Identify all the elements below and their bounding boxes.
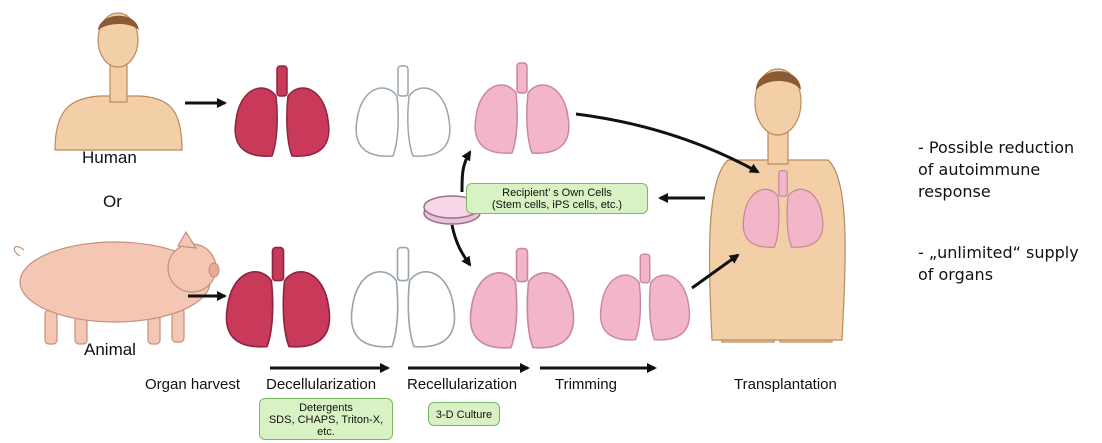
note-autoimmune: - Possible reduction of autoimmune respo… <box>918 137 1098 203</box>
note-supply-line2: of organs <box>918 264 1098 286</box>
human-figure <box>55 13 182 150</box>
human-lung-decellularized <box>356 66 450 156</box>
note-autoimmune-line2: of autoimmune <box>918 159 1098 181</box>
animal-lung-harvested <box>226 248 329 347</box>
step-organ-harvest: Organ harvest <box>145 376 240 393</box>
note-supply-line1: - „unlimited“ supply <box>918 242 1098 264</box>
step-transplantation: Transplantation <box>734 376 837 393</box>
animal-lung-recellularized <box>470 249 573 348</box>
detergents-box: Detergents SDS, CHAPS, Triton-X, etc. <box>259 398 393 440</box>
recipient-cells-box: Recipient’ s Own Cells (Stem cells, iPS … <box>466 183 648 214</box>
label-or: Or <box>103 192 122 212</box>
pig-figure <box>14 232 216 344</box>
step-recellularization: Recellularization <box>407 376 517 393</box>
label-human: Human <box>82 148 137 168</box>
recipient-cells-examples: (Stem cells, iPS cells, etc.) <box>467 199 647 211</box>
culture-label: 3-D Culture <box>429 409 499 421</box>
arrow-cells-down <box>452 225 470 265</box>
step-trimming: Trimming <box>555 376 617 393</box>
detergents-list: SDS, CHAPS, Triton-X, <box>260 414 392 426</box>
detergents-title: Detergents <box>260 402 392 414</box>
animal-lung-decellularized <box>351 248 454 347</box>
label-animal: Animal <box>84 340 136 360</box>
recipient-cells-title: Recipient’ s Own Cells <box>467 187 647 199</box>
animal-lung-trimmed <box>601 254 690 340</box>
note-autoimmune-line1: - Possible reduction <box>918 137 1098 159</box>
human-lung-harvested <box>235 66 329 156</box>
note-autoimmune-line3: response <box>918 181 1098 203</box>
human-lung-recellularized <box>475 63 569 153</box>
step-decellularization: Decellularization <box>266 376 376 393</box>
culture-box: 3-D Culture <box>428 402 500 426</box>
detergents-etc: etc. <box>260 426 392 438</box>
note-supply: - „unlimited“ supply of organs <box>918 242 1098 286</box>
